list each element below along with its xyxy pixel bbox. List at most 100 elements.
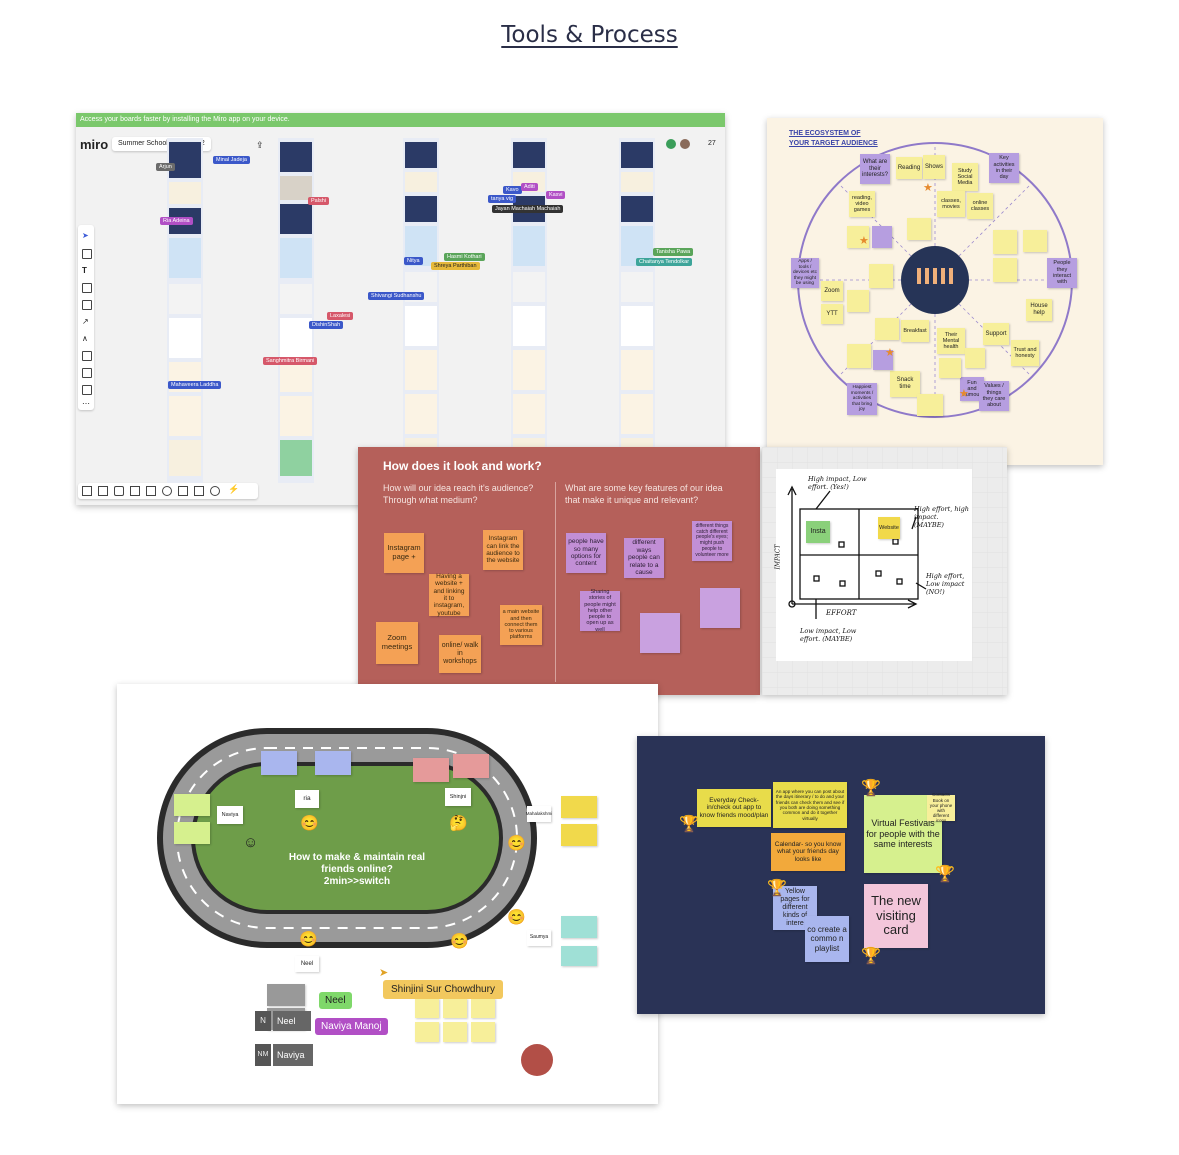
video-icon[interactable] (194, 486, 204, 496)
sticky-note[interactable]: a main website and then connect them to … (500, 605, 542, 645)
sticky-note[interactable] (872, 226, 892, 248)
board-frame-column[interactable] (403, 138, 439, 483)
sticky-note[interactable]: Support (983, 323, 1009, 345)
sticky-note[interactable]: reading, video games (849, 191, 875, 217)
board-frame-column[interactable] (278, 138, 314, 483)
frame-tool-icon[interactable] (82, 249, 92, 259)
sticky-note[interactable]: Calendar- so you know what your friends … (771, 833, 845, 871)
text-tool-icon[interactable]: T (82, 266, 87, 275)
sticky-note[interactable]: different things catch different people'… (692, 521, 732, 561)
sticky-note[interactable] (561, 796, 597, 818)
sticky-note[interactable]: Apps / tools / devices etc they might be… (791, 258, 819, 288)
shape-tool-icon[interactable] (82, 300, 92, 310)
sticky-note[interactable] (561, 946, 597, 966)
sticky-note[interactable] (875, 318, 899, 340)
miro-install-banner[interactable]: Access your boards faster by installing … (76, 113, 725, 127)
board-frame-column[interactable] (619, 138, 655, 483)
card-icon[interactable] (130, 486, 140, 496)
sticky-note[interactable]: Trust and honesty (1011, 340, 1039, 366)
sticky-note[interactable]: Snack time (890, 371, 920, 397)
sticky-note[interactable] (174, 822, 210, 844)
website-sticky[interactable]: Website (878, 517, 900, 539)
lightning-icon[interactable]: ⚡ (228, 484, 240, 494)
sticky-note[interactable] (443, 1022, 467, 1042)
sticky-tool-icon[interactable] (82, 283, 92, 293)
table-icon[interactable] (98, 486, 108, 496)
insta-sticky[interactable]: Insta (806, 521, 830, 543)
sticky-note[interactable] (873, 350, 893, 370)
upload-tool-icon[interactable] (82, 385, 92, 395)
crop-tool-icon[interactable] (82, 368, 92, 378)
sticky-note[interactable]: The new visiting card (864, 884, 928, 948)
sticky-note[interactable]: classes, movies (937, 191, 965, 217)
pen-tool-icon[interactable]: ∧ (82, 334, 88, 343)
name-card[interactable]: Naviya (217, 806, 243, 824)
sticky-note[interactable] (415, 998, 439, 1018)
sticky-note[interactable] (267, 984, 305, 1006)
sticky-note[interactable]: Happiest moments / activities that bring… (847, 383, 877, 415)
sticky-note[interactable] (939, 358, 961, 378)
sticky-note[interactable] (415, 1022, 439, 1042)
sticky-note[interactable]: Reading (896, 157, 922, 179)
present-icon[interactable] (178, 486, 188, 496)
sticky-note[interactable] (413, 758, 449, 782)
sticky-note[interactable] (453, 754, 489, 778)
upload-icon[interactable]: ⇪ (256, 140, 264, 150)
sticky-note[interactable] (443, 998, 467, 1018)
sticky-note[interactable] (847, 226, 869, 248)
sticky-note[interactable] (700, 588, 740, 628)
sticky-note[interactable]: Zoom (821, 281, 843, 301)
sticky-note[interactable] (869, 264, 893, 288)
qr-icon[interactable] (146, 486, 156, 496)
avatar[interactable] (666, 139, 676, 149)
sticky-note[interactable]: Their Mental health (937, 328, 965, 354)
sticky-note[interactable] (315, 751, 351, 775)
sticky-note[interactable]: Contacts Book on your phone with differe… (927, 792, 955, 823)
sticky-note[interactable] (261, 751, 297, 775)
timer-icon[interactable] (210, 486, 220, 496)
sticky-note[interactable]: YTT (821, 304, 843, 324)
sticky-note[interactable]: different ways people can relate to a ca… (624, 538, 664, 578)
sticky-note[interactable] (174, 794, 210, 816)
sticky-note[interactable] (1023, 230, 1047, 252)
sticky-note[interactable] (917, 394, 943, 416)
sticky-note[interactable]: online classes (967, 193, 993, 219)
sticky-note[interactable] (847, 290, 869, 312)
name-card[interactable]: Shinjni (445, 788, 471, 806)
emoji-icon[interactable] (162, 486, 172, 496)
name-card[interactable]: Saumya (527, 930, 551, 946)
sticky-note[interactable] (561, 824, 597, 846)
select-tool-icon[interactable]: ➤ (82, 231, 89, 240)
sticky-note[interactable]: Shows (923, 155, 945, 179)
sticky-note[interactable]: Instagram page + (384, 533, 424, 573)
sticky-note[interactable]: co create a commo n playlist (805, 916, 849, 962)
sticky-note[interactable] (847, 344, 871, 368)
sticky-note[interactable] (907, 218, 931, 240)
sticky-note[interactable]: Study Social Media (952, 163, 978, 191)
sticky-note[interactable]: House help (1026, 299, 1052, 321)
avatar[interactable] (680, 139, 690, 149)
sticky-note[interactable]: Everyday Check-in/check out app to know … (697, 789, 771, 827)
grid-icon[interactable] (82, 486, 92, 496)
more-tools-icon[interactable]: ⋯ (82, 399, 90, 408)
name-card[interactable]: Neel (295, 956, 319, 972)
name-card[interactable]: Mahalakshmi (526, 806, 552, 822)
sticky-note[interactable]: Breakfast (901, 320, 929, 342)
sticky-note[interactable] (561, 916, 597, 938)
sticky-note[interactable]: people have so many options for content (566, 533, 606, 573)
sticky-note[interactable]: People they interact with (1047, 258, 1077, 288)
sticky-note[interactable]: Values / things they care about (979, 381, 1009, 411)
sticky-note[interactable]: Having a website + and linking it to ins… (429, 573, 469, 617)
sticky-note[interactable]: Zoom meetings (376, 622, 418, 664)
sticky-note[interactable]: What are their interests? (860, 154, 890, 184)
sticky-note[interactable] (471, 998, 495, 1018)
sticky-note[interactable]: Sharing stories of people might help oth… (580, 589, 620, 633)
sticky-note[interactable]: An app where you can post about the days… (773, 782, 847, 828)
board-frame-column[interactable] (167, 138, 203, 483)
sticky-note[interactable] (471, 1022, 495, 1042)
comment-tool-icon[interactable] (82, 351, 92, 361)
name-card[interactable]: ria (295, 790, 319, 808)
sticky-note[interactable] (965, 348, 985, 368)
chat-icon[interactable] (114, 486, 124, 496)
sticky-note[interactable]: Key activities in their day (989, 153, 1019, 183)
